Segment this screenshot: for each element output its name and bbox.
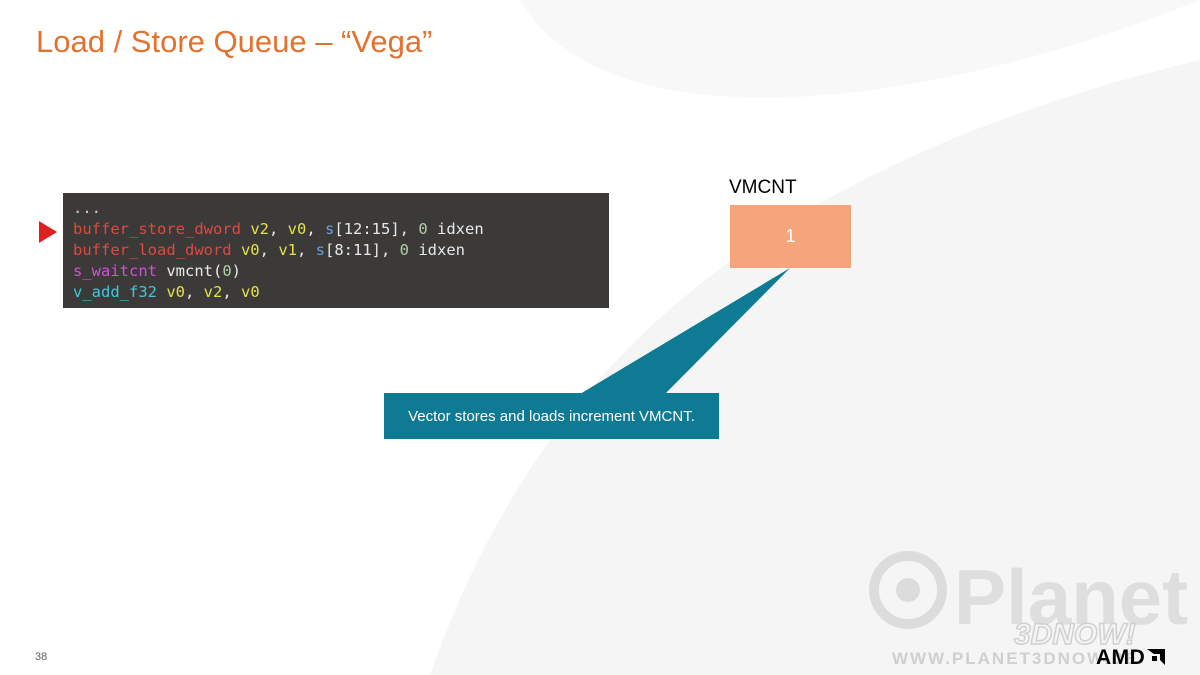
code-token: ,	[296, 241, 316, 259]
slide-title: Load / Store Queue – “Vega”	[36, 24, 433, 59]
code-token: ,	[381, 241, 400, 259]
code-token: [12:15]	[334, 220, 400, 238]
code-token: ,	[222, 283, 242, 301]
code-token: v0	[287, 220, 307, 238]
watermark-logo: Planet 3DNOW! WWW.PLANET3DNOW.DE	[869, 551, 1188, 666]
code-token: s_waitcnt	[73, 262, 157, 280]
watermark-url: WWW.PLANET3DNOW.DE	[892, 649, 1139, 666]
code-token: v0	[231, 241, 260, 259]
vmcnt-value-box: 1	[730, 205, 851, 268]
callout-box: Vector stores and loads increment VMCNT.	[384, 393, 719, 439]
play-triangle-icon	[39, 221, 57, 243]
code-token: 0	[222, 262, 232, 280]
code-line: s_waitcnt vmcnt(0)	[73, 261, 609, 282]
code-token: v1	[278, 241, 297, 259]
slide-number: 38	[35, 651, 48, 663]
code-token: v0	[157, 283, 185, 301]
code-block: ... buffer_store_dword v2, v0, s[12:15], …	[63, 193, 609, 308]
code-line: buffer_load_dword v0, v1, s[8:11], 0 idx…	[73, 240, 609, 261]
code-token: s	[315, 241, 325, 259]
watermark-sub: 3DNOW!	[1014, 618, 1136, 651]
code-token: vmcnt(	[157, 262, 223, 280]
watermark-brand: Planet	[954, 553, 1188, 641]
code-token: ,	[259, 241, 279, 259]
vmcnt-value: 1	[785, 226, 796, 246]
code-token: buffer_load_dword	[73, 241, 232, 259]
code-token: ,	[268, 220, 288, 238]
code-token: ,	[306, 220, 325, 238]
code-line: ...	[73, 198, 609, 219]
code-token: ,	[399, 220, 419, 238]
code-token: idxen	[427, 220, 484, 238]
code-token: 0	[418, 220, 428, 238]
amd-logo: AMD	[1096, 646, 1166, 670]
amd-logo-text: AMD	[1096, 646, 1146, 669]
code-token: 0	[399, 241, 410, 259]
code-token: [8:11]	[325, 241, 381, 259]
callout-text: Vector stores and loads increment VMCNT.	[408, 407, 695, 425]
code-line: v_add_f32 v0, v2, v0	[73, 282, 609, 303]
code-token: buffer_store_dword	[73, 220, 241, 238]
code-token: v_add_f32	[73, 283, 157, 301]
code-token: v2	[240, 220, 269, 238]
code-token: s	[325, 220, 335, 238]
code-token: ...	[73, 199, 101, 217]
vmcnt-label: VMCNT	[729, 177, 797, 198]
code-line: buffer_store_dword v2, v0, s[12:15], 0 i…	[73, 219, 609, 240]
code-token: )	[231, 262, 242, 280]
code-token: ,	[185, 283, 204, 301]
code-token: idxen	[409, 241, 466, 259]
amd-arrow-icon	[1147, 649, 1166, 665]
code-token: v2	[203, 283, 223, 301]
code-token: v0	[241, 283, 260, 301]
